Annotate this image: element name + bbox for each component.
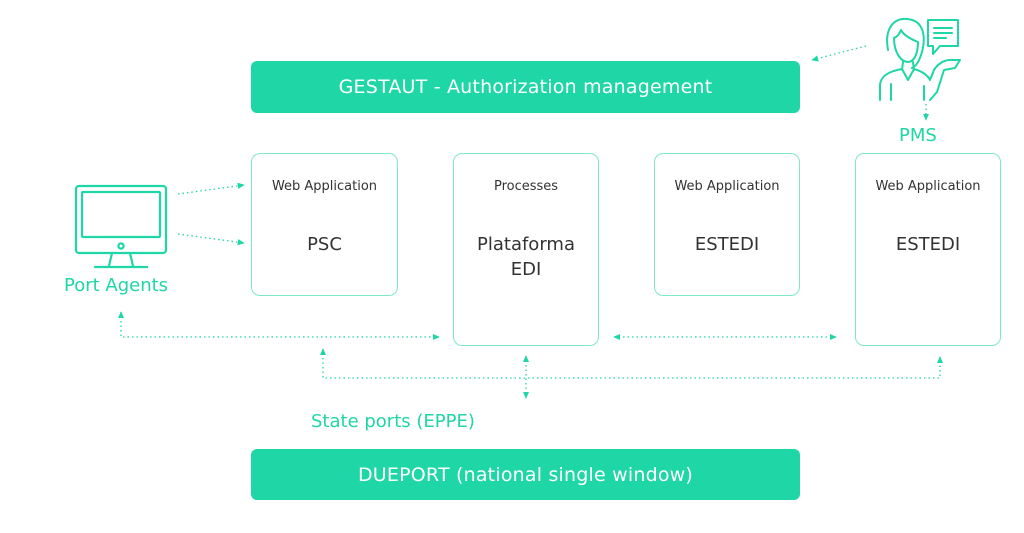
dueport-bar: DUEPORT (national single window) [251, 449, 800, 500]
arrow-agents-to-psc-1 [177, 182, 245, 195]
card-estedi-right-subtitle: Web Application [875, 179, 981, 194]
pms-label: PMS [899, 125, 937, 146]
card-psc: Web Application PSC [251, 153, 398, 296]
card-estedi-middle-title: ESTEDI [694, 234, 760, 255]
card-estedi-middle-subtitle: Web Application [674, 179, 780, 194]
arrow-state-ports-bracket [319, 348, 944, 379]
card-estedi-right: Web Application ESTEDI [855, 153, 1001, 346]
gestaut-bar-label: GESTAUT - Authorization management [338, 76, 713, 98]
arrow-agents-to-psc-2 [177, 233, 245, 246]
card-estedi-right-title: ESTEDI [895, 234, 961, 255]
arrow-pms-to-gestaut [811, 45, 867, 62]
card-psc-subtitle: Web Application [271, 179, 378, 194]
port-agents-label: Port Agents [64, 275, 169, 296]
card-plataforma-edi: Processes Plataforma EDI [453, 153, 599, 346]
gestaut-bar: GESTAUT - Authorization management [251, 61, 800, 113]
desktop-monitor-icon [74, 184, 168, 269]
card-plataforma-edi-subtitle: Processes [493, 179, 559, 194]
dueport-bar-label: DUEPORT (national single window) [357, 463, 694, 486]
card-psc-title: PSC [307, 234, 342, 255]
card-estedi-middle: Web Application ESTEDI [654, 153, 800, 296]
person-chat-icon [879, 17, 961, 101]
arrow-agents-to-edi [117, 311, 440, 341]
card-plataforma-edi-title: Plataforma EDI [477, 234, 575, 280]
state-ports-label: State ports (EPPE) [311, 411, 475, 432]
